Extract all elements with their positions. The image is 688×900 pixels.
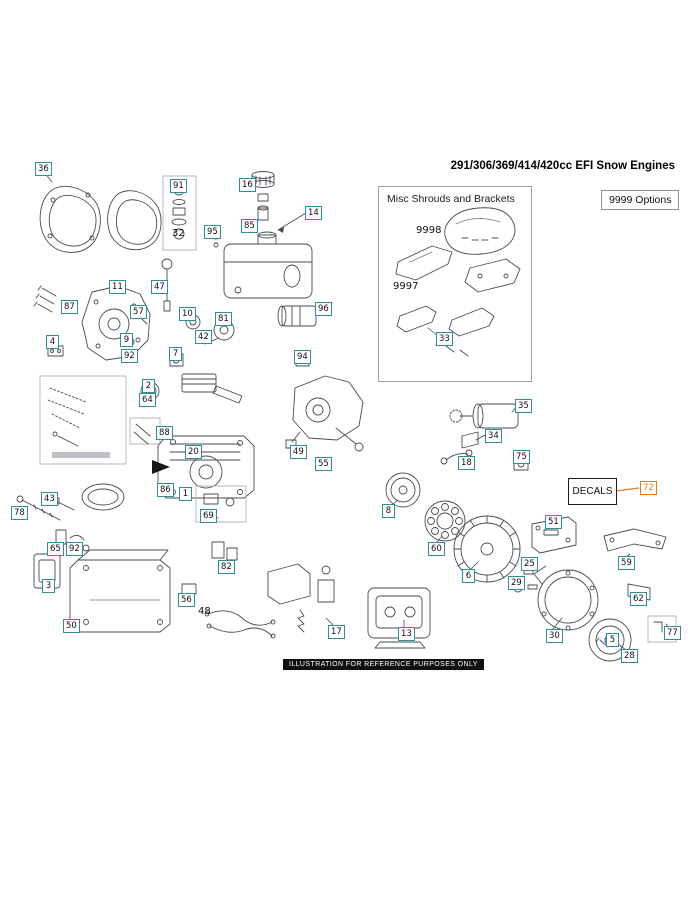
part-callout-9998[interactable]: 9998 xyxy=(416,225,442,236)
misc-shrouds-box: Misc Shrouds and Brackets xyxy=(378,186,532,382)
part-callout-75[interactable]: 75 xyxy=(513,450,530,464)
part-callout-42[interactable]: 42 xyxy=(195,330,212,344)
options-9999-label[interactable]: 9999 Options xyxy=(601,190,680,210)
part-callout-4[interactable]: 4 xyxy=(46,335,59,349)
part-callout-7[interactable]: 7 xyxy=(169,347,182,361)
part-callout-95[interactable]: 95 xyxy=(204,225,221,239)
part-callout-86[interactable]: 86 xyxy=(157,483,174,497)
part-callout-2[interactable]: 2 xyxy=(142,379,155,393)
part-callout-17[interactable]: 17 xyxy=(328,625,345,639)
part-callout-32[interactable]: 32 xyxy=(172,228,185,239)
part-callout-13[interactable]: 13 xyxy=(398,627,415,641)
part-callout-57[interactable]: 57 xyxy=(130,305,147,319)
part-callout-59[interactable]: 59 xyxy=(618,556,635,570)
decals-leader-line xyxy=(615,487,640,492)
part-callout-43[interactable]: 43 xyxy=(41,492,58,506)
part-callout-18[interactable]: 18 xyxy=(458,456,475,470)
part-callout-94[interactable]: 94 xyxy=(294,350,311,364)
part-callout-33[interactable]: 33 xyxy=(436,332,453,346)
part-callout-5[interactable]: 5 xyxy=(606,633,619,647)
part-callout-30[interactable]: 30 xyxy=(546,629,563,643)
part-callout-60[interactable]: 60 xyxy=(428,542,445,556)
part-callout-81[interactable]: 81 xyxy=(215,312,232,326)
part-callout-9[interactable]: 9 xyxy=(120,333,133,347)
part-callout-29[interactable]: 29 xyxy=(508,576,525,590)
part-callout-35[interactable]: 35 xyxy=(515,399,532,413)
part-callout-1[interactable]: 1 xyxy=(179,487,192,501)
part-callout-10[interactable]: 10 xyxy=(179,307,196,321)
part-callout-77[interactable]: 77 xyxy=(664,626,681,640)
part-callout-62[interactable]: 62 xyxy=(630,592,647,606)
part-callout-14[interactable]: 14 xyxy=(305,206,322,220)
part-callout-65[interactable]: 65 xyxy=(47,542,64,556)
part-callout-47[interactable]: 47 xyxy=(151,280,168,294)
part-callout-85[interactable]: 85 xyxy=(241,219,258,233)
part-callout-78[interactable]: 78 xyxy=(11,506,28,520)
part-callout-8[interactable]: 8 xyxy=(382,504,395,518)
part-callout-28[interactable]: 28 xyxy=(621,649,638,663)
part-callout-20[interactable]: 20 xyxy=(185,445,202,459)
part-callout-16[interactable]: 16 xyxy=(239,178,256,192)
page-title: 291/306/369/414/420cc EFI Snow Engines xyxy=(450,160,675,172)
decals-box[interactable]: DECALS xyxy=(568,478,617,505)
part-callout-6[interactable]: 6 xyxy=(462,569,475,583)
part-callout-9997[interactable]: 9997 xyxy=(393,281,419,292)
reference-only-note: ILLUSTRATION FOR REFERENCE PURPOSES ONLY xyxy=(283,659,484,670)
part-callout-34[interactable]: 34 xyxy=(485,429,502,443)
part-callout-3[interactable]: 3 xyxy=(42,579,55,593)
part-callout-82[interactable]: 82 xyxy=(218,560,235,574)
part-callout-56[interactable]: 56 xyxy=(178,593,195,607)
part-callout-51[interactable]: 51 xyxy=(545,515,562,529)
part-callout-87[interactable]: 87 xyxy=(61,300,78,314)
part-callout-92[interactable]: 92 xyxy=(121,349,138,363)
part-callout-36[interactable]: 36 xyxy=(35,162,52,176)
part-callout-92[interactable]: 92 xyxy=(66,542,83,556)
part-callout-72[interactable]: 72 xyxy=(640,481,657,495)
part-callout-25[interactable]: 25 xyxy=(521,557,538,571)
part-callout-48[interactable]: 48 xyxy=(198,606,211,617)
part-callout-11[interactable]: 11 xyxy=(109,280,126,294)
part-callout-49[interactable]: 49 xyxy=(290,445,307,459)
part-callout-55[interactable]: 55 xyxy=(315,457,332,471)
part-callout-64[interactable]: 64 xyxy=(139,393,156,407)
part-callout-50[interactable]: 50 xyxy=(63,619,80,633)
part-callout-88[interactable]: 88 xyxy=(156,426,173,440)
part-callout-96[interactable]: 96 xyxy=(315,302,332,316)
part-callout-69[interactable]: 69 xyxy=(200,509,217,523)
part-callout-91[interactable]: 91 xyxy=(170,179,187,193)
misc-shrouds-title: Misc Shrouds and Brackets xyxy=(387,193,515,205)
